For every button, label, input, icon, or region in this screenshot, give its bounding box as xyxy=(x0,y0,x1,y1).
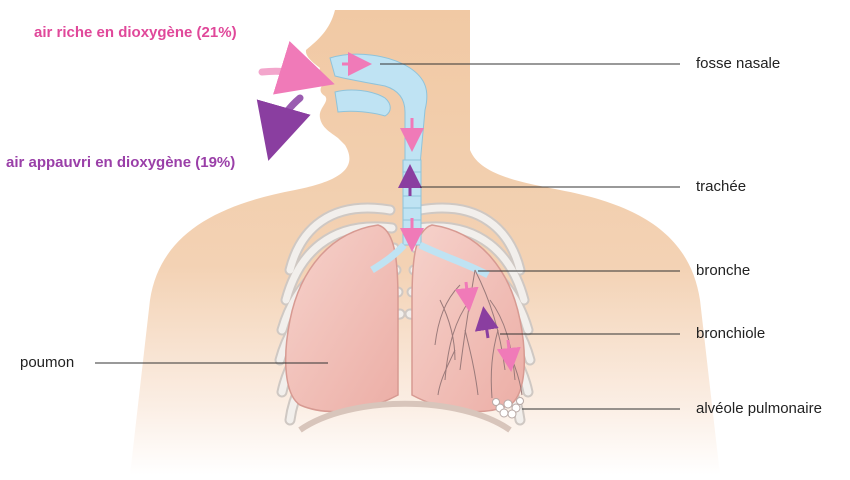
label-bronchiole: bronchiole xyxy=(696,325,765,342)
exhaled-air-caption: air appauvri en dioxygène (19%) xyxy=(6,154,235,171)
label-alveole-pulmonaire: alvéole pulmonaire xyxy=(696,400,822,417)
inhaled-air-caption: air riche en dioxygène (21%) xyxy=(34,24,237,41)
exhale-outside-arrow xyxy=(276,98,300,134)
inhale-outside-arrow xyxy=(262,71,308,76)
label-bronche: bronche xyxy=(696,262,750,279)
label-trachee: trachée xyxy=(696,178,746,195)
label-fosse-nasale: fosse nasale xyxy=(696,55,780,72)
label-poumon: poumon xyxy=(20,354,74,371)
